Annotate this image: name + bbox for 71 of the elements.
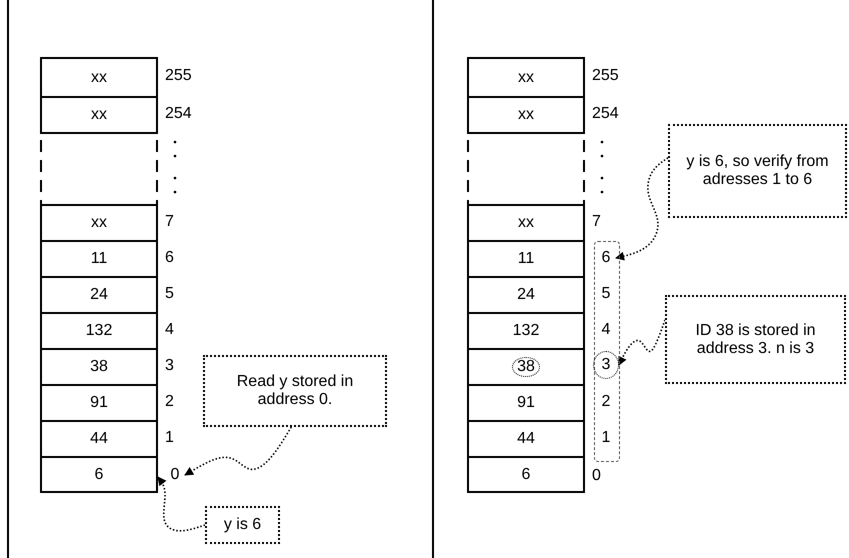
address-number: 254: [165, 104, 193, 124]
cell-value: 132: [512, 322, 540, 340]
address-range-box: [594, 241, 620, 462]
address-number: 4: [596, 319, 616, 341]
cell-value: 44: [517, 430, 535, 448]
cell-value: 11: [518, 250, 534, 268]
dotted-arrow: [184, 426, 292, 476]
memory-cell: [467, 240, 585, 278]
memory-cell: [40, 96, 158, 134]
cell-value: xx: [91, 214, 107, 232]
address-number: 2: [165, 392, 175, 412]
cell-value: xx: [91, 106, 107, 124]
dotted-arrow: [615, 157, 668, 261]
cell-value: 11: [90, 250, 108, 268]
address-number: 255: [592, 66, 620, 86]
callout-note: y is 6, so verify from adresses 1 to 6: [668, 124, 847, 218]
callout-note: ID 38 is stored in address 3. n is 3: [665, 295, 846, 384]
address-number: 1: [165, 428, 175, 448]
address-number: 6: [165, 248, 175, 268]
cell-value: xx: [518, 214, 534, 232]
callout-note: y is 6: [205, 506, 280, 544]
cell-value: 44: [90, 430, 108, 448]
memory-gap: [467, 132, 585, 204]
address-number: 1: [596, 427, 616, 449]
address-number: 0: [592, 466, 602, 486]
cell-value: 91: [90, 394, 108, 412]
memory-cell: [467, 276, 585, 314]
cell-value: 6: [522, 466, 530, 484]
cell-value: 24: [517, 286, 535, 304]
callout-note: Read y stored in address 0.: [203, 355, 387, 427]
memory-cell: [40, 57, 158, 98]
dotted-arrow: [618, 320, 666, 366]
cell-value: 38: [90, 358, 108, 376]
memory-cell: [40, 456, 158, 493]
address-number: 2: [596, 391, 616, 413]
address-number: 5: [596, 283, 616, 305]
cell-value: 24: [90, 286, 108, 304]
dotted-arrow: [157, 476, 206, 532]
cell-value: 6: [94, 466, 104, 484]
memory-cell: [467, 384, 585, 422]
cell-value: 91: [517, 394, 535, 412]
cell-value: 132: [86, 322, 112, 340]
cell-value: 38: [512, 357, 540, 377]
address-number: 3: [593, 351, 619, 379]
memory-cell: [40, 420, 158, 458]
address-number: 4: [165, 320, 175, 340]
memory-cell: [40, 348, 158, 386]
address-number: 254: [592, 104, 620, 124]
address-number: 5: [165, 284, 175, 304]
address-number: 7: [165, 212, 175, 232]
address-number: 0: [165, 464, 185, 486]
memory-cell: [467, 96, 585, 134]
address-number: 6: [596, 247, 616, 269]
memory-cell: [467, 348, 585, 386]
address-number: 3: [165, 356, 175, 376]
memory-cell: [467, 456, 585, 493]
memory-cell: [40, 312, 158, 350]
memory-cell: [40, 276, 158, 314]
address-number: 255: [165, 66, 193, 86]
cell-value: xx: [91, 68, 107, 86]
address-number: 7: [592, 212, 602, 232]
memory-cell: [467, 204, 585, 242]
memory-cell: [467, 312, 585, 350]
memory-cell: [467, 57, 585, 98]
memory-cell: [40, 204, 158, 242]
memory-cell: [40, 240, 158, 278]
memory-cell: [40, 384, 158, 422]
cell-value: xx: [518, 106, 534, 124]
memory-cell: [467, 420, 585, 458]
cell-value: xx: [518, 68, 534, 86]
memory-gap: [40, 132, 158, 204]
